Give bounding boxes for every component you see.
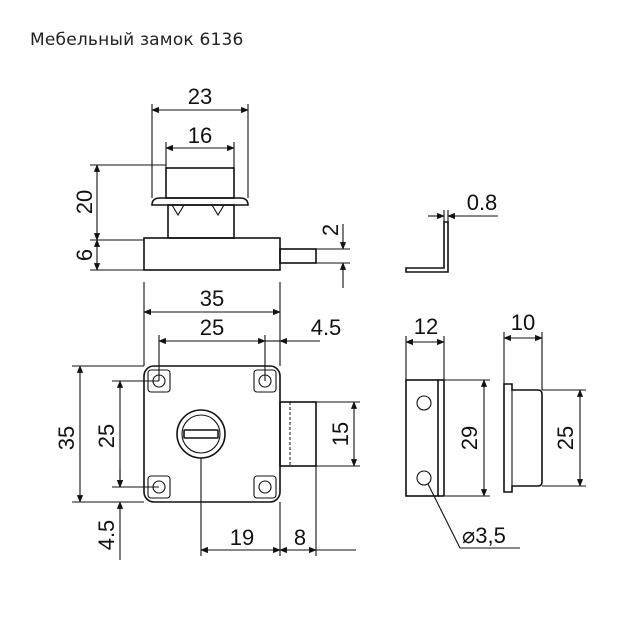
dim-12: 12 bbox=[414, 314, 438, 339]
angle-bracket bbox=[405, 221, 449, 273]
top-view: 23 16 20 6 2 bbox=[72, 84, 350, 288]
front-view: 35 25 4.5 35 25 4.5 15 1 bbox=[54, 282, 360, 560]
dim-6: 6 bbox=[72, 249, 97, 261]
cylinder-body bbox=[165, 167, 235, 199]
dim-25-left: 25 bbox=[94, 424, 119, 448]
dim-19: 19 bbox=[230, 525, 254, 550]
dim-10: 10 bbox=[511, 310, 535, 335]
keyhole bbox=[183, 429, 219, 439]
mounting-holes bbox=[147, 369, 277, 499]
dim-8: 8 bbox=[294, 525, 306, 550]
dim-15: 15 bbox=[328, 422, 353, 446]
dim-2: 2 bbox=[318, 224, 343, 236]
dim-29: 29 bbox=[457, 426, 482, 450]
neck-pins bbox=[171, 204, 225, 217]
dim-4-5-bottom: 4.5 bbox=[94, 520, 119, 551]
latch bbox=[279, 401, 317, 467]
side-hole-top bbox=[416, 395, 432, 411]
angle-bracket-view: 0.8 bbox=[405, 190, 498, 273]
dim-25-top: 25 bbox=[200, 315, 224, 340]
side-plate bbox=[405, 379, 439, 497]
bolt-side bbox=[503, 383, 543, 493]
dim-4-5-right: 4.5 bbox=[311, 315, 342, 340]
side-hole-bottom bbox=[416, 470, 432, 486]
dim-16: 16 bbox=[188, 123, 212, 148]
side-view-plate: 12 29 ⌀3,5 bbox=[405, 314, 520, 549]
lock-body bbox=[143, 365, 281, 503]
dim-25-side: 25 bbox=[553, 426, 578, 450]
dim-35-top: 35 bbox=[200, 286, 224, 311]
dim-0-8: 0.8 bbox=[467, 190, 498, 215]
side-view-bolt: 10 25 bbox=[503, 310, 586, 493]
hole-bottom-right bbox=[258, 480, 272, 494]
base-plate bbox=[143, 237, 281, 271]
dim-35-left: 35 bbox=[54, 426, 79, 450]
dim-20: 20 bbox=[72, 190, 97, 214]
cylinder-flange bbox=[151, 197, 249, 206]
drawing-title: Мебельный замок 6136 bbox=[30, 30, 244, 50]
cylinder-neck bbox=[167, 204, 235, 239]
bolt bbox=[279, 248, 317, 264]
dim-23: 23 bbox=[188, 84, 212, 109]
dim-hole: ⌀3,5 bbox=[462, 523, 506, 548]
